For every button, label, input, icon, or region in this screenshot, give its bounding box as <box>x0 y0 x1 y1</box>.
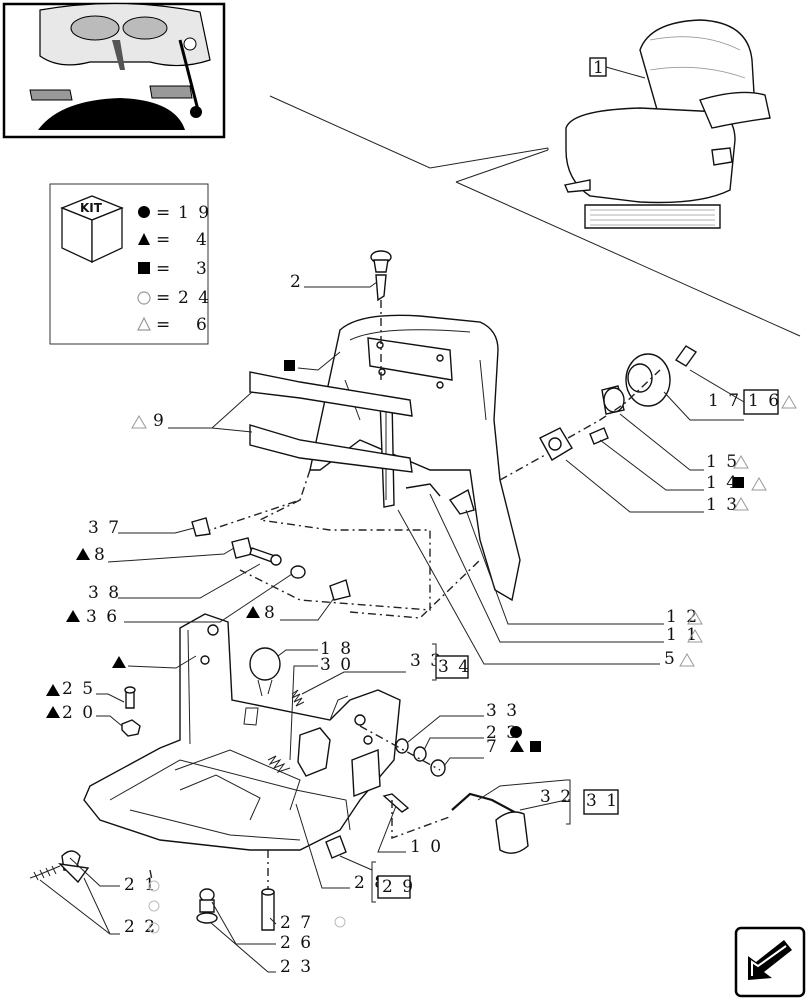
backrest-frame <box>309 314 521 602</box>
triangle-outline-icon <box>781 395 797 409</box>
complete-seat-illustration <box>564 19 771 229</box>
callout-21: 2 1 <box>124 875 157 895</box>
callout-31: 3 1 <box>586 791 619 811</box>
svg-text:=: = <box>156 315 172 335</box>
svg-text:=: = <box>156 288 172 308</box>
square-filled-icon <box>138 262 150 274</box>
kit-legend: KIT = 1 9 = 4 = 3 = 2 4 = 6 <box>49 183 211 345</box>
triangle-filled-icon <box>46 706 60 718</box>
legend-value-square-filled: 3 <box>196 259 209 279</box>
triangle-outline-icon <box>687 611 703 625</box>
triangle-filled-icon <box>76 548 90 560</box>
triangle-outline-icon <box>131 415 147 429</box>
callout-33-b: 3 3 <box>486 701 519 721</box>
callout-23-a: 2 3 <box>486 723 519 743</box>
knob-pin <box>370 250 392 302</box>
svg-text:=: = <box>156 203 172 223</box>
circle-outline-icon <box>137 291 151 305</box>
callout-36: 3 6 <box>86 607 119 627</box>
adjustment-lever <box>451 792 529 854</box>
callout-25: 2 5 <box>62 679 95 699</box>
callout-8-a: 8 <box>94 545 107 565</box>
circle-outline-icon <box>148 900 160 912</box>
callout-5: 5 <box>664 649 677 669</box>
square-filled-icon <box>284 360 295 371</box>
triangle-outline-icon <box>679 653 695 667</box>
legend-value-circle-filled: 1 9 <box>178 203 211 223</box>
callout-32: 3 2 <box>540 787 573 807</box>
callout-14: 1 4 <box>706 473 739 493</box>
circle-filled-icon <box>510 726 522 738</box>
callout-7: 7 <box>486 737 499 757</box>
callout-1: 1 <box>593 58 606 78</box>
callout-33-a: 3 3 <box>410 651 443 671</box>
triangle-outline-icon <box>733 497 749 511</box>
callout-26: 2 6 <box>280 933 313 953</box>
triangle-filled-icon <box>112 656 126 668</box>
callout-18: 1 8 <box>320 639 353 659</box>
triangle-outline-icon <box>733 455 749 469</box>
callout-20: 2 0 <box>62 703 95 723</box>
callout-23-b: 2 3 <box>280 957 313 977</box>
legend-value-circle-outline: 2 4 <box>178 288 211 308</box>
callout-37: 3 7 <box>88 518 121 538</box>
legend-value-triangle-outline: 6 <box>196 315 209 335</box>
callout-16: 1 6 <box>748 391 781 411</box>
circle-outline-icon <box>148 922 160 934</box>
square-filled-icon <box>733 477 744 488</box>
callout-8-b: 8 <box>264 603 277 623</box>
callout-15: 1 5 <box>706 452 739 472</box>
triangle-outline-icon <box>687 629 703 643</box>
triangle-filled-icon <box>138 233 150 245</box>
callout-22: 2 2 <box>124 917 157 937</box>
svg-text:=: = <box>156 230 172 250</box>
previous-page-arrow-icon[interactable] <box>734 926 806 998</box>
circle-outline-icon <box>334 916 346 928</box>
triangle-filled-icon <box>246 606 260 618</box>
triangle-filled-icon <box>46 684 60 696</box>
knob-assembly <box>539 345 698 461</box>
square-filled-icon <box>530 741 541 752</box>
seat-base-pan <box>83 613 401 859</box>
triangle-outline-icon <box>751 477 767 491</box>
circle-outline-icon <box>148 880 160 892</box>
kit-label: KIT <box>80 201 103 215</box>
callout-34: 3 4 <box>438 657 471 677</box>
triangle-outline-icon <box>137 316 151 331</box>
callout-28: 2 8 <box>354 873 387 893</box>
kit-cube-icon <box>60 195 124 264</box>
circle-filled-icon <box>138 206 150 218</box>
callout-13: 1 3 <box>706 495 739 515</box>
callout-17: 1 7 <box>708 391 741 411</box>
callout-10: 1 0 <box>410 837 443 857</box>
callout-29: 2 9 <box>382 877 415 897</box>
triangle-filled-icon <box>66 610 80 622</box>
svg-text:=: = <box>156 259 172 279</box>
legend-value-triangle-filled: 4 <box>196 230 209 250</box>
triangle-filled-icon <box>510 740 524 752</box>
tractor-cab-thumbnail <box>2 2 226 139</box>
callout-27: 2 7 <box>280 913 313 933</box>
callout-2: 2 <box>290 272 303 292</box>
callout-9: 9 <box>153 411 166 431</box>
callout-30: 3 0 <box>320 655 353 675</box>
callout-38: 3 8 <box>88 583 121 603</box>
